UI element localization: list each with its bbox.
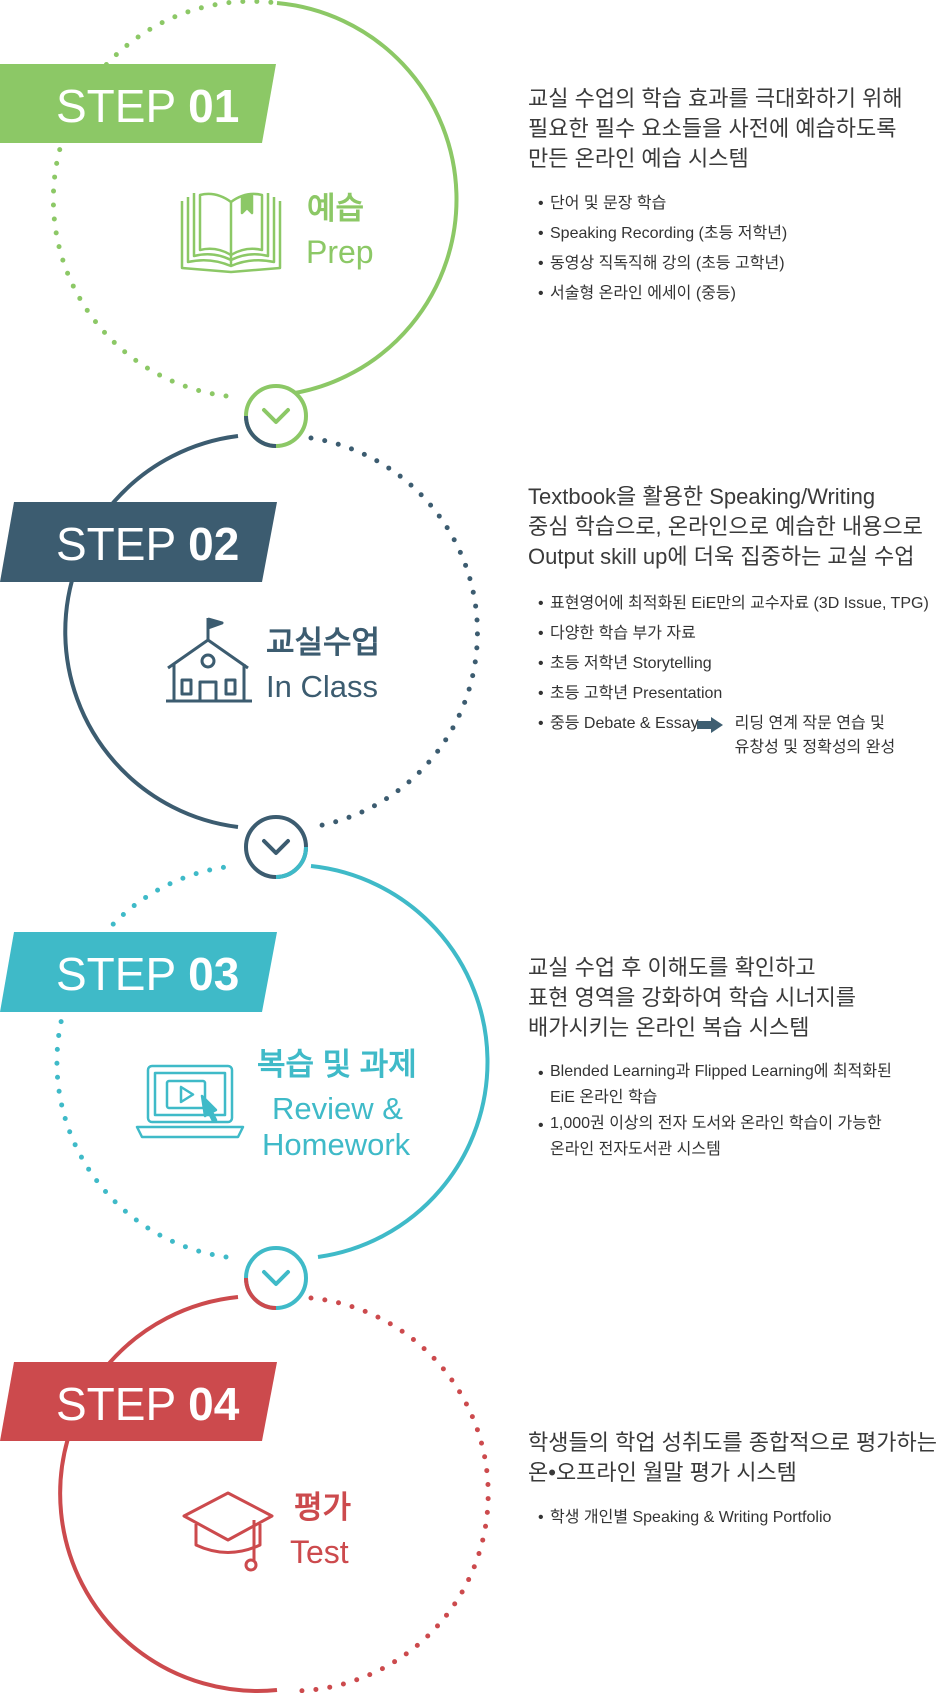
list-item: 단어 및 문장 학습 [528, 189, 938, 219]
step-03-badge-bg [0, 932, 277, 1012]
step-01-arc-dotted [50, 0, 280, 399]
step-03-badge-number: 03 [188, 948, 239, 1000]
step-04-arc-solid [58, 1295, 278, 1693]
chevron-down-icon [262, 839, 290, 855]
laptop-video-icon [135, 1064, 245, 1139]
step-01-arc-solid [276, 1, 459, 396]
step-04-badge-number: 04 [188, 1378, 240, 1430]
connector-3 [244, 1246, 308, 1310]
step-02-badge-bg [0, 502, 277, 582]
list-item: 동영상 직독직해 강의 (초등 고학년) [528, 249, 938, 279]
step-02-description-line-3: Output skill up에 더욱 집중하는 교실 수업 [528, 544, 915, 569]
step-03-description-line-1: 교실 수업 후 이해도를 확인하고 [528, 955, 816, 980]
list-item: 다양한 학습 부가 자료 [528, 619, 938, 649]
step-02-title-en: In Class [266, 669, 378, 704]
arrow-follow-line-1: 리딩 연계 작문 연습 및 [734, 715, 885, 732]
step-01-description-line-1: 교실 수업의 학습 효과를 극대화하기 위해 [528, 86, 903, 111]
step-01-title-en: Prep [306, 234, 374, 270]
step-03-title-ko: 복습 및 과제 [257, 1047, 417, 1082]
step-03-description-line-3: 배가시키는 온라인 복습 시스템 [528, 1015, 810, 1040]
graduation-cap-icon [182, 1491, 274, 1572]
step-04-bullets: 학생 개인별 Speaking & Writing Portfolio [528, 1503, 938, 1533]
step-04-description: 학생들의 학업 성취도를 종합적으로 평가하는 온•오프라인 월말 평가 시스템 [528, 1428, 938, 1488]
step-03-title-en-line-1: Review & [272, 1091, 403, 1126]
step-01-badge-number: 01 [188, 80, 239, 132]
step-03-arc-dotted [54, 863, 237, 1260]
list-item: 학생 개인별 Speaking & Writing Portfolio [528, 1503, 938, 1533]
step-01-description: 교실 수업의 학습 효과를 극대화하기 위해 필요한 필수 요소들을 사전에 예… [528, 84, 938, 174]
list-item: 초등 저학년 Storytelling [528, 649, 938, 679]
list-item-line-2: 온라인 전자도서관 시스템 [550, 1141, 721, 1158]
step-04-badge-prefix: STEP [56, 1378, 176, 1430]
list-item-line-1: Blended Learning과 Flipped Learning에 최적화된 [550, 1063, 892, 1080]
list-item: 중등 Debate & Essay 리딩 연계 작문 연습 및 유창성 및 정확… [528, 709, 938, 760]
step-02-arc-solid [63, 434, 239, 829]
list-item-line-1: 1,000권 이상의 전자 도서와 온라인 학습이 가능한 [550, 1115, 882, 1132]
step-03-bullets: Blended Learning과 Flipped Learning에 최적화된… [528, 1059, 938, 1163]
step-02-description: Textbook을 활용한 Speaking/Writing 중심 학습으로, … [528, 482, 938, 572]
list-item: Speaking Recording (초등 저학년) [528, 219, 938, 249]
step-01-badge-bg [0, 64, 276, 143]
step-04-description-line-2: 온•오프라인 월말 평가 시스템 [528, 1460, 797, 1485]
chevron-down-icon [262, 1270, 290, 1286]
step-02-text: Textbook을 활용한 Speaking/Writing 중심 학습으로, … [528, 482, 938, 760]
step-04-title-en: Test [290, 1534, 349, 1570]
step-04-arc-dotted [289, 1295, 491, 1693]
list-item-line-2: EiE 온라인 학습 [550, 1089, 658, 1106]
step-03-title-en-line-2: Homework [262, 1127, 411, 1162]
arrow-right-icon [696, 717, 723, 733]
list-item: 서술형 온라인 에세이 (중등) [528, 279, 938, 309]
step-03-arc-solid [310, 864, 490, 1259]
step-01-badge-prefix: STEP [56, 80, 176, 132]
school-building-icon [166, 617, 252, 703]
step-01-description-line-2: 필요한 필수 요소들을 사전에 예습하도록 [528, 116, 897, 141]
step-02-bullets: 표현영어에 최적화된 EiE만의 교수자료 (3D Issue, TPG) 다양… [528, 589, 938, 760]
step-04-badge-bg [0, 1362, 277, 1441]
step-03-title-en: Review & Homework [262, 1091, 412, 1162]
arrow-follow-line-2: 유창성 및 정확성의 완성 [734, 739, 896, 756]
step-01-bullets: 단어 및 문장 학습 Speaking Recording (초등 저학년) 동… [528, 189, 938, 309]
list-item: 1,000권 이상의 전자 도서와 온라인 학습이 가능한 온라인 전자도서관 … [528, 1111, 938, 1163]
connector-2 [244, 815, 308, 879]
step-01-title-ko: 예습 [307, 191, 364, 226]
step-03-description: 교실 수업 후 이해도를 확인하고 표현 영역을 강화하여 학습 시너지를 배가… [528, 953, 938, 1043]
step-02-description-line-1: Textbook을 활용한 Speaking/Writing [528, 484, 876, 509]
connector-1 [244, 384, 308, 448]
open-book-icon [180, 192, 282, 274]
step-01-description-line-3: 만든 온라인 예습 시스템 [528, 146, 749, 171]
step-02-badge-prefix: STEP [56, 518, 176, 570]
step-02-badge-number: 02 [188, 518, 239, 570]
step-03-description-line-2: 표현 영역을 강화하여 학습 시너지를 [528, 985, 857, 1010]
bullet-label: 중등 Debate & Essay [550, 715, 699, 732]
step-04-title-ko: 평가 [294, 1490, 352, 1525]
step-04-text: 학생들의 학업 성취도를 종합적으로 평가하는 온•오프라인 월말 평가 시스템… [528, 1428, 938, 1533]
step-04-description-line-1: 학생들의 학업 성취도를 종합적으로 평가하는 [528, 1430, 938, 1455]
step-01-text: 교실 수업의 학습 효과를 극대화하기 위해 필요한 필수 요소들을 사전에 예… [528, 84, 938, 309]
step-02-arc-dotted [308, 435, 480, 829]
list-item: 초등 고학년 Presentation [528, 679, 938, 709]
list-item: 표현영어에 최적화된 EiE만의 교수자료 (3D Issue, TPG) [528, 589, 938, 619]
step-02-description-line-2: 중심 학습으로, 온라인으로 예습한 내용으로 [528, 514, 923, 539]
step-03-text: 교실 수업 후 이해도를 확인하고 표현 영역을 강화하여 학습 시너지를 배가… [528, 953, 938, 1163]
step-02-title-ko: 교실수업 [266, 625, 380, 660]
arrow-follow-text: 리딩 연계 작문 연습 및 유창성 및 정확성의 완성 [735, 709, 896, 760]
step-03-badge-prefix: STEP [56, 948, 176, 1000]
chevron-down-icon [262, 408, 290, 424]
list-item: Blended Learning과 Flipped Learning에 최적화된… [528, 1059, 938, 1111]
